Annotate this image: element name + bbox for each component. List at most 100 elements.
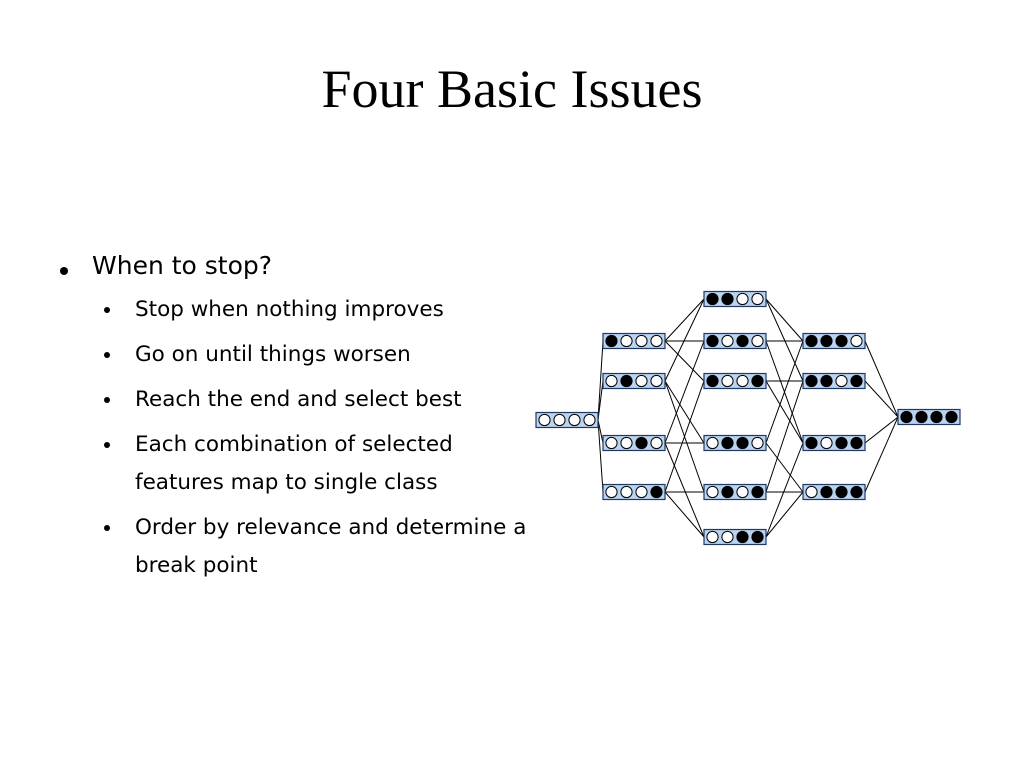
selected-feature-dot xyxy=(721,485,734,499)
unselected-feature-dot xyxy=(721,374,734,388)
subset-box xyxy=(535,411,599,429)
sub-bullet-text: Stop when nothing improves xyxy=(135,297,444,322)
selected-feature-dot xyxy=(736,334,749,348)
unselected-feature-dot xyxy=(835,374,848,388)
subset-box xyxy=(703,483,767,501)
unselected-feature-dot xyxy=(736,292,749,306)
subset-node-0101 xyxy=(703,483,767,501)
unselected-feature-dot xyxy=(605,374,618,388)
subset-node-1110 xyxy=(802,332,866,350)
lattice-edge xyxy=(597,340,604,421)
sub-bullet-4: Each combination of selected features ma… xyxy=(56,426,536,502)
subset-node-1100 xyxy=(703,290,767,308)
unselected-feature-dot xyxy=(751,436,764,450)
unselected-feature-dot xyxy=(751,292,764,306)
selected-feature-dot xyxy=(820,334,833,348)
lattice-edge xyxy=(664,380,705,493)
unselected-feature-dot xyxy=(553,413,566,427)
unselected-feature-dot xyxy=(706,436,719,450)
selected-feature-dot xyxy=(850,374,863,388)
unselected-feature-dot xyxy=(620,334,633,348)
subset-box xyxy=(703,290,767,308)
selected-feature-dot xyxy=(721,436,734,450)
selected-feature-dot xyxy=(751,374,764,388)
selected-feature-dot xyxy=(915,410,928,424)
unselected-feature-dot xyxy=(605,436,618,450)
selected-feature-dot xyxy=(706,334,719,348)
sub-bullet-text: Go on until things worsen xyxy=(135,342,411,367)
unselected-feature-dot xyxy=(706,530,719,544)
sub-bullet-5: Order by relevance and determine a break… xyxy=(56,509,536,585)
bullet-dot-icon xyxy=(104,352,110,358)
lattice-edge xyxy=(765,442,804,493)
unselected-feature-dot xyxy=(538,413,551,427)
subset-box xyxy=(802,483,866,501)
unselected-feature-dot xyxy=(850,334,863,348)
selected-feature-dot xyxy=(736,436,749,450)
selected-feature-dot xyxy=(605,334,618,348)
unselected-feature-dot xyxy=(635,485,648,499)
lattice-edge xyxy=(597,419,604,444)
unselected-feature-dot xyxy=(706,485,719,499)
selected-feature-dot xyxy=(805,436,818,450)
unselected-feature-dot xyxy=(583,413,596,427)
unselected-feature-dot xyxy=(620,485,633,499)
lattice-edge xyxy=(765,380,804,493)
subset-box xyxy=(897,408,961,426)
lattice-edges xyxy=(597,298,899,538)
lattice-edge xyxy=(765,442,804,538)
lattice-edge xyxy=(765,298,804,382)
lattice-edge xyxy=(597,419,604,493)
selected-feature-dot xyxy=(835,485,848,499)
bullet-dot-icon xyxy=(104,442,110,448)
bullet-text: When to stop? xyxy=(92,251,273,280)
unselected-feature-dot xyxy=(620,436,633,450)
subset-node-1010 xyxy=(703,332,767,350)
subset-box xyxy=(703,528,767,546)
subset-node-1001 xyxy=(703,372,767,390)
unselected-feature-dot xyxy=(721,530,734,544)
selected-feature-dot xyxy=(805,334,818,348)
unselected-feature-dot xyxy=(721,334,734,348)
sub-bullet-text: Each combination of selected features ma… xyxy=(135,432,453,495)
selected-feature-dot xyxy=(820,485,833,499)
selected-feature-dot xyxy=(620,374,633,388)
lattice-edge xyxy=(664,380,705,444)
subset-node-0110 xyxy=(703,434,767,452)
lattice-edge xyxy=(597,380,604,421)
bullet-dot-icon xyxy=(104,307,110,313)
subset-node-0010 xyxy=(602,434,666,452)
selected-feature-dot xyxy=(650,485,663,499)
selected-feature-dot xyxy=(835,334,848,348)
subset-node-1101 xyxy=(802,372,866,390)
selected-feature-dot xyxy=(805,374,818,388)
unselected-feature-dot xyxy=(635,374,648,388)
selected-feature-dot xyxy=(706,292,719,306)
subset-box xyxy=(802,434,866,452)
lattice-edge xyxy=(864,416,899,493)
selected-feature-dot xyxy=(751,485,764,499)
selected-feature-dot xyxy=(850,485,863,499)
lattice-edge xyxy=(664,298,705,342)
bullet-when-to-stop: When to stop? xyxy=(56,248,536,284)
lattice-edge xyxy=(765,298,804,342)
selected-feature-dot xyxy=(820,374,833,388)
sub-bullet-text: Reach the end and select best xyxy=(135,387,462,412)
selected-feature-dot xyxy=(751,530,764,544)
subset-box xyxy=(602,332,666,350)
subset-node-1011 xyxy=(802,434,866,452)
subset-box xyxy=(602,372,666,390)
sub-bullet-1: Stop when nothing improves xyxy=(56,291,536,329)
selected-feature-dot xyxy=(850,436,863,450)
unselected-feature-dot xyxy=(805,485,818,499)
subset-node-0001 xyxy=(602,483,666,501)
lattice-edge xyxy=(765,340,804,444)
sub-bullet-2: Go on until things worsen xyxy=(56,336,536,374)
lattice-edge xyxy=(765,491,804,538)
lattice-nodes xyxy=(535,290,961,546)
unselected-feature-dot xyxy=(650,334,663,348)
lattice-edge xyxy=(664,298,705,382)
bullet-dot-icon xyxy=(104,525,110,531)
subset-node-0100 xyxy=(602,372,666,390)
unselected-feature-dot xyxy=(736,374,749,388)
